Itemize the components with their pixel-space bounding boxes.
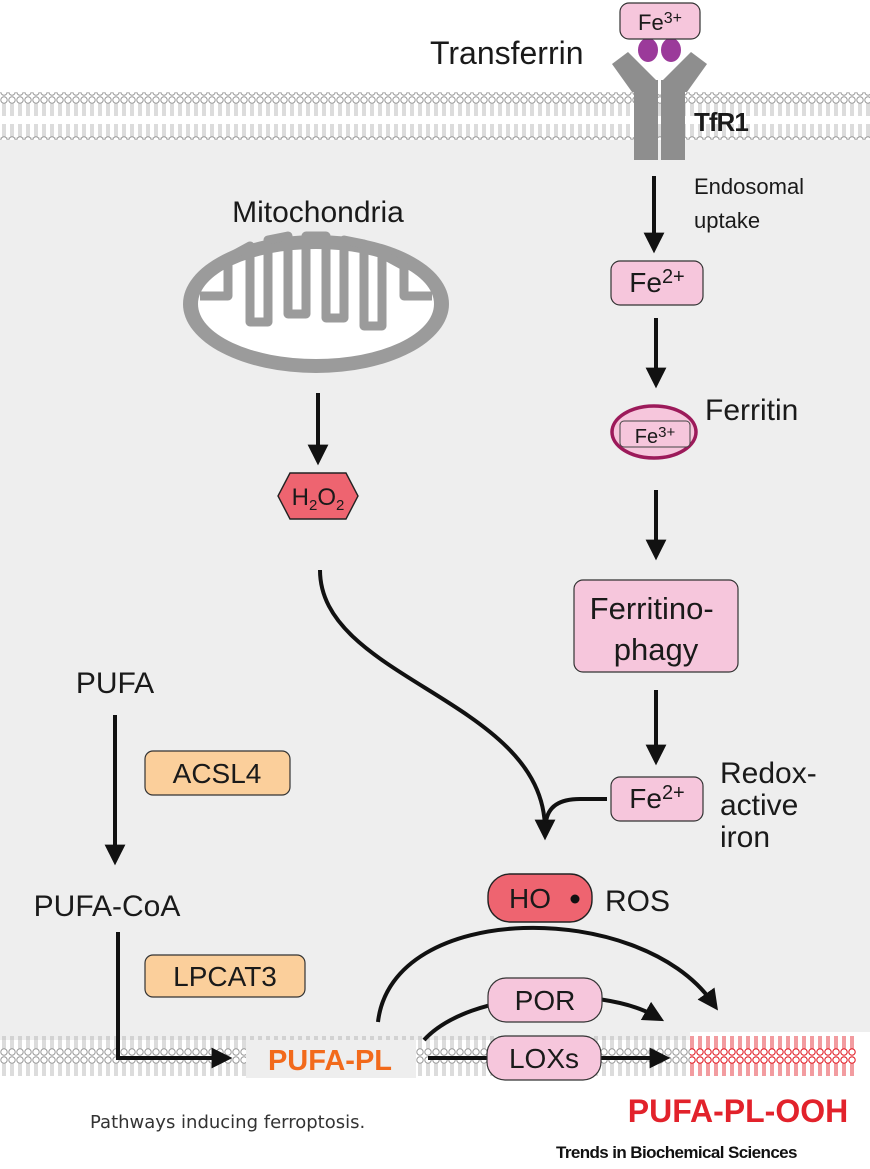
h2o2-hexagon (277, 472, 359, 520)
plasma-membrane-top (0, 92, 870, 140)
arrow-ros-oxidation (376, 925, 719, 1023)
hydroxyl-radical-box (487, 873, 593, 923)
radical-dot-icon (570, 894, 580, 904)
pufa-pl-label: PUFA-PL (268, 1045, 392, 1077)
loxs-label: LOXs (509, 1043, 579, 1074)
journal-credit: Trends in Biochemical Sciences (556, 1143, 797, 1162)
acsl4-label: ACSL4 (173, 758, 262, 789)
ferritinophagy-box (573, 579, 739, 673)
por-label: POR (515, 985, 576, 1016)
fe2-plus-redox-label: Fe2+ (629, 782, 685, 814)
h2o2-label: H2O2 (292, 484, 345, 514)
arrow-h2o2-to-ros (318, 569, 556, 841)
redox-active-iron-label: Redox- active iron (720, 757, 825, 854)
lpcat3-box (144, 954, 306, 998)
fe3-plus-ferritin-box (619, 420, 691, 448)
pufa-label: PUFA (76, 667, 154, 700)
pufa-coa-label: PUFA-CoA (34, 890, 181, 923)
fe2-plus-redox-box (610, 776, 704, 822)
loxs-box (486, 1035, 602, 1081)
tfr1-label: TfR1 (694, 107, 748, 137)
oxidized-membrane (690, 1032, 856, 1080)
lpcat3-label: LPCAT3 (173, 961, 277, 992)
acsl4-box (144, 750, 291, 796)
fe3-plus-top-label: Fe3+ (638, 10, 682, 35)
arrow-pufa-coa-to-pufa-pl (116, 932, 233, 1069)
fe2-plus-box (610, 260, 704, 306)
endosomal-uptake-label: Endosomal uptake (694, 174, 810, 233)
fe3-plus-top-box (619, 2, 701, 40)
hydroxyl-radical-label: HO (509, 883, 551, 914)
mitochondria-icon (183, 231, 449, 373)
transferrin-label: Transferrin (430, 35, 584, 71)
figure-caption: Pathways inducing ferroptosis. (90, 1112, 366, 1133)
mitochondria-label: Mitochondria (232, 196, 404, 229)
arrow-iron-to-ros (544, 797, 607, 823)
ros-label: ROS (605, 885, 670, 918)
por-box (487, 977, 603, 1023)
pufa-pl-ooh-label: PUFA-PL-OOH (628, 1093, 848, 1129)
fe3-plus-ferritin-label: Fe3+ (635, 424, 676, 448)
tfr1-receptor (612, 52, 707, 160)
ferritinophagy-label: Ferritino- phagy (590, 591, 723, 667)
transferrin-icon (638, 38, 681, 62)
fe2-plus-label: Fe2+ (629, 266, 685, 298)
ferritin-label: Ferritin (705, 394, 798, 427)
